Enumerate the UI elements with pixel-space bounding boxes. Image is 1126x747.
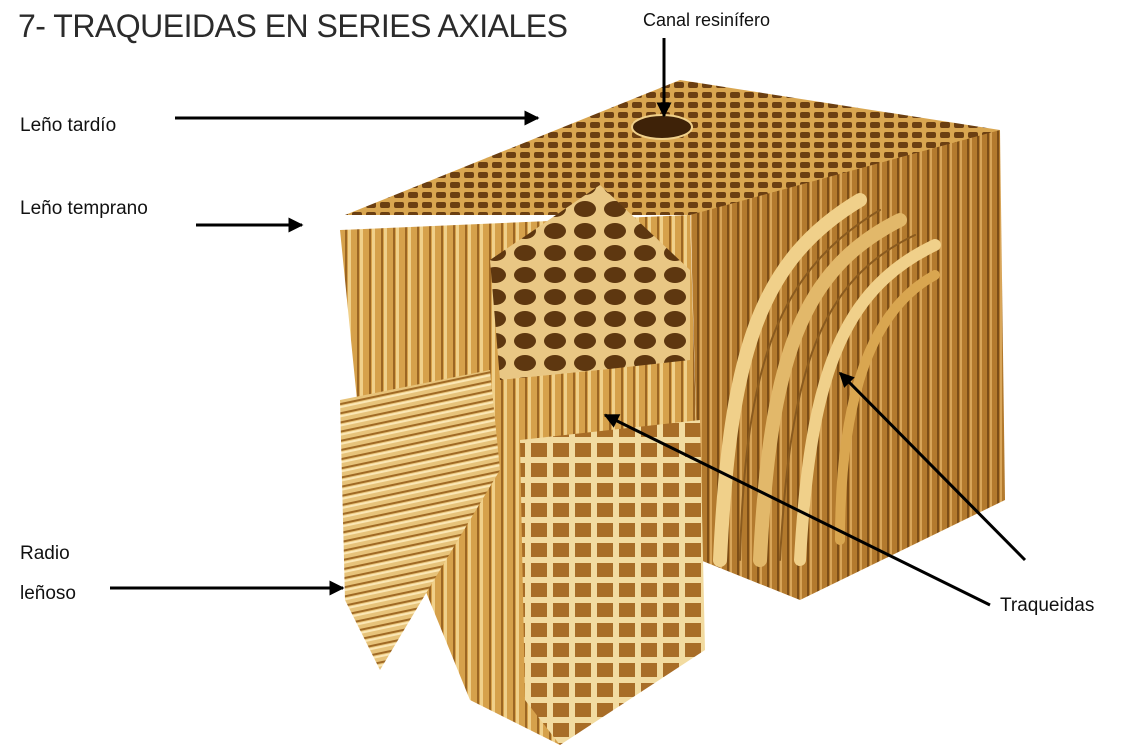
label-traqueidas: Traqueidas [1000,595,1095,616]
label-radio: Radio [20,543,70,564]
arrow-traqueidas-2 [838,371,1027,562]
label-lenoso: leñoso [20,583,76,604]
label-leno-tardio: Leño tardío [20,115,117,136]
label-canal-resinifero: Canal resinífero [643,10,771,30]
wood-ray-fan [340,370,500,670]
arrow-traqueidas-1 [603,413,991,607]
block-top-face [345,80,1000,215]
label-leno-temprano: Leño temprano [20,198,148,219]
ray-grid-panel [520,420,705,745]
resin-canal [631,114,693,140]
diagram-title: 7- TRAQUEIDAS EN SERIES AXIALES [18,8,568,44]
tracheids-curved-group [713,193,941,567]
